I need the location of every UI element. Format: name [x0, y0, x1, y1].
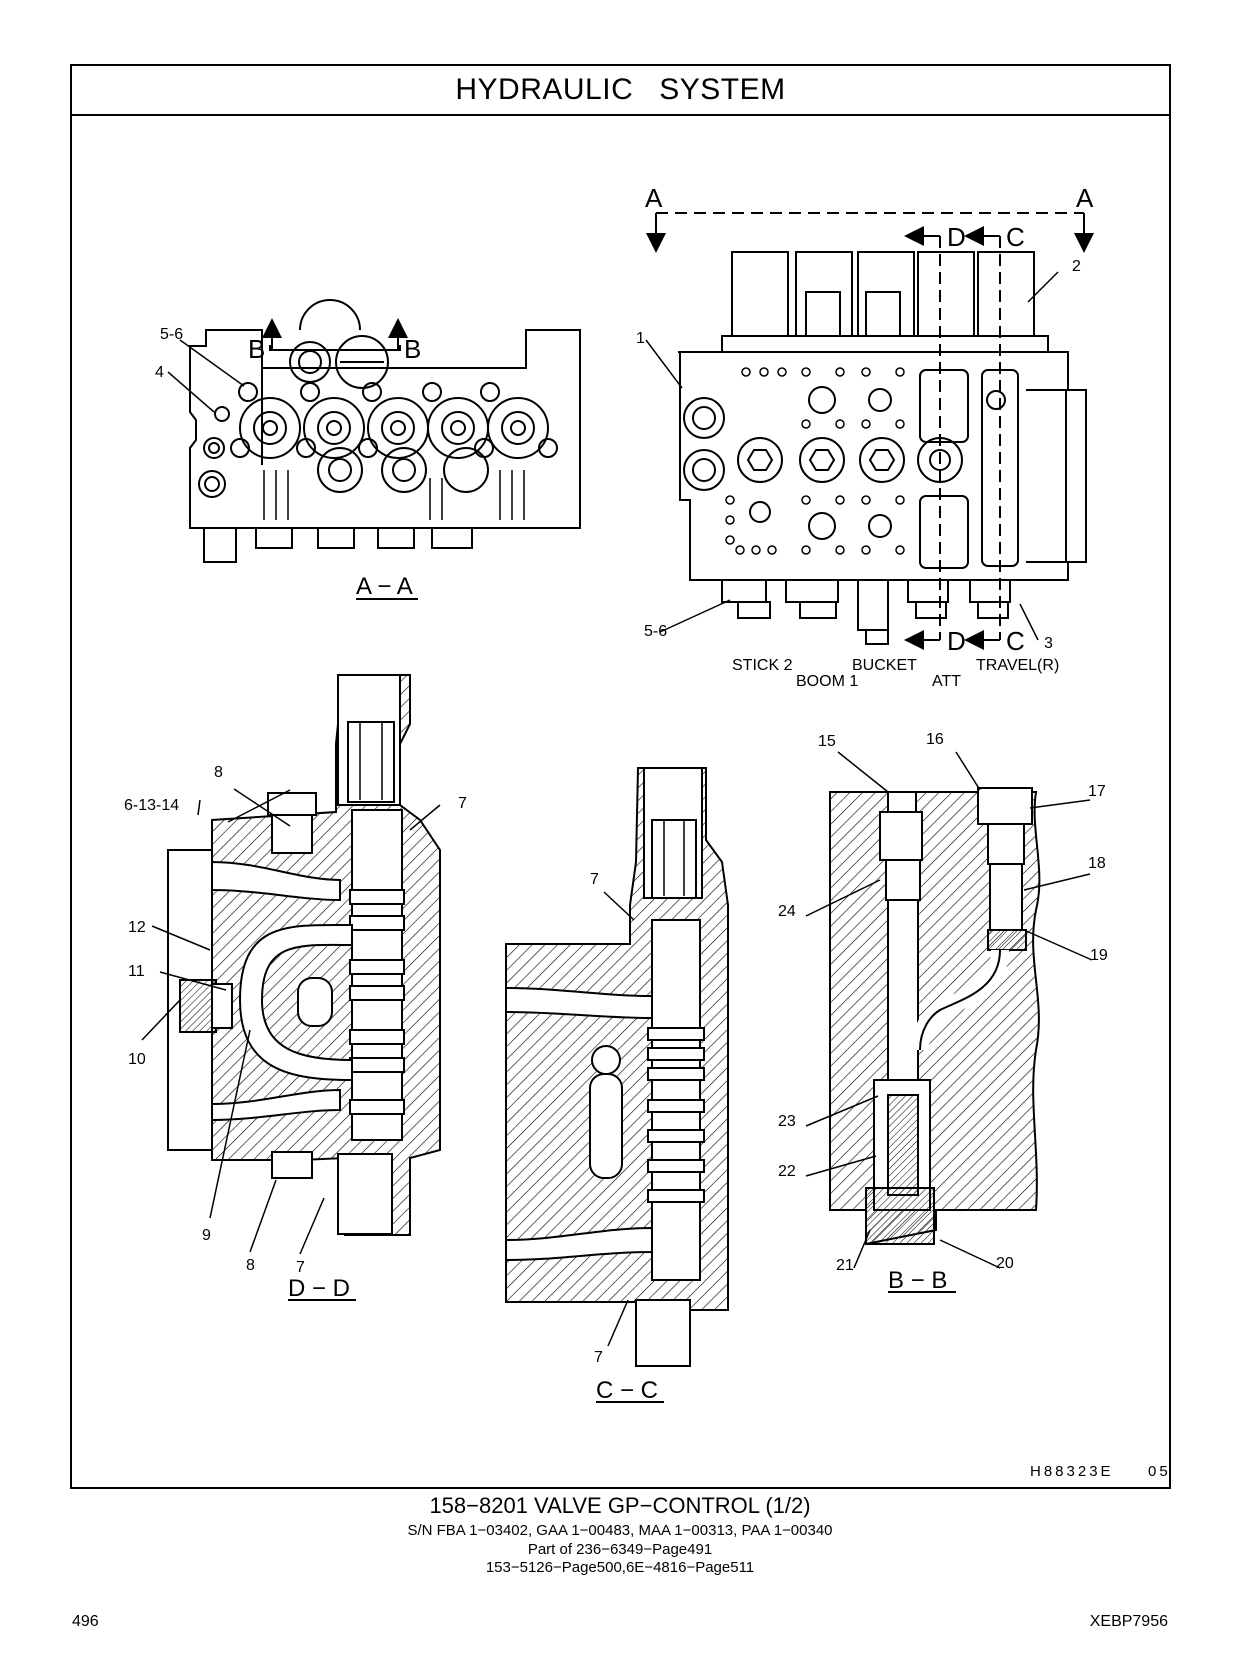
view-bb [805, 751, 1093, 1293]
callout-2: 2 [1072, 258, 1081, 275]
callout-19: 19 [1090, 947, 1108, 964]
view-title-dd: D − D [288, 1275, 350, 1302]
callout-7-dd: 7 [458, 795, 467, 812]
caption-serials: S/N FBA 1−03402, GAA 1−00483, MAA 1−0031… [407, 1522, 833, 1539]
callout-5-6-top: 5-6 [644, 623, 667, 640]
view-top [645, 212, 1094, 650]
diagram-frame: HYDRAULIC SYSTEM [70, 64, 1171, 1489]
callout-10: 10 [128, 1051, 146, 1068]
valve-section-labels: STICK 2 BOOM 1 BUCKET ATT TRAVEL(R) [732, 657, 1059, 690]
label-att: ATT [932, 673, 961, 690]
callout-24: 24 [778, 903, 796, 920]
callout-15: 15 [818, 733, 836, 750]
view-aa [189, 299, 581, 563]
callout-23: 23 [778, 1113, 796, 1130]
illustration-number: H88323E [1030, 1463, 1114, 1480]
marker-a-left: A [645, 183, 663, 213]
callout-5-6-aa: 5-6 [160, 326, 183, 343]
title-word-2: SYSTEM [659, 73, 786, 106]
caption-main: 158−8201 VALVE GP−CONTROL (1/2) [429, 1493, 811, 1518]
page-title: HYDRAULIC SYSTEM [72, 66, 1169, 116]
label-boom1: BOOM 1 [796, 673, 858, 690]
callout-17: 17 [1088, 783, 1106, 800]
callout-9: 9 [202, 1227, 211, 1244]
label-travel: TRAVEL(R) [976, 657, 1059, 674]
callout-4: 4 [155, 364, 164, 381]
marker-b-left: B [248, 334, 265, 364]
callout-11: 11 [128, 963, 145, 980]
section-markers: A A D C D C B B [248, 183, 1094, 656]
caption-refs: 153−5126−Page500,6E−4816−Page511 [485, 1559, 755, 1576]
callout-22: 22 [778, 1163, 796, 1180]
callout-7-cc: 7 [590, 871, 599, 888]
marker-b-right: B [404, 334, 421, 364]
callout-7-cc-bottom: 7 [594, 1349, 603, 1366]
illustration-id: H88323E 05 [1030, 1463, 1171, 1480]
aa-leaders [167, 339, 418, 600]
callout-21: 21 [836, 1257, 854, 1274]
callout-6-13-14: 6-13-14 [124, 797, 179, 814]
illustration-rev: 05 [1148, 1463, 1171, 1480]
marker-c-bottom: C [1006, 626, 1025, 656]
callout-16: 16 [926, 731, 944, 748]
view-titles: A − A D − D C − C B − B [288, 573, 947, 1404]
marker-c-top: C [1006, 222, 1025, 252]
document-id: XEBP7956 [1089, 1613, 1168, 1630]
callout-8-bottom: 8 [246, 1257, 255, 1274]
view-title-aa: A − A [356, 573, 413, 600]
view-dd [141, 674, 441, 1301]
marker-a-right: A [1076, 183, 1094, 213]
callout-labels: 5-6 4 1 2 3 5-6 6-13-14 8 7 12 11 10 9 8… [124, 258, 1108, 1366]
callout-12: 12 [128, 919, 146, 936]
callout-1: 1 [636, 330, 645, 347]
callout-8-top: 8 [214, 764, 223, 781]
view-cc [505, 767, 729, 1403]
title-word-1: HYDRAULIC [455, 73, 634, 106]
callout-7-dd-bottom: 7 [296, 1259, 305, 1276]
page-number: 496 [72, 1613, 99, 1630]
view-title-bb: B − B [888, 1267, 947, 1294]
callout-3: 3 [1044, 635, 1053, 652]
callout-18: 18 [1088, 855, 1106, 872]
marker-d-bottom: D [947, 626, 966, 656]
marker-d-top: D [947, 222, 966, 252]
caption-part-of: Part of 236−6349−Page491 [527, 1541, 713, 1558]
view-title-cc: C − C [596, 1377, 658, 1404]
callout-20: 20 [996, 1255, 1014, 1272]
label-bucket: BUCKET [852, 657, 917, 674]
label-stick2: STICK 2 [732, 657, 793, 674]
